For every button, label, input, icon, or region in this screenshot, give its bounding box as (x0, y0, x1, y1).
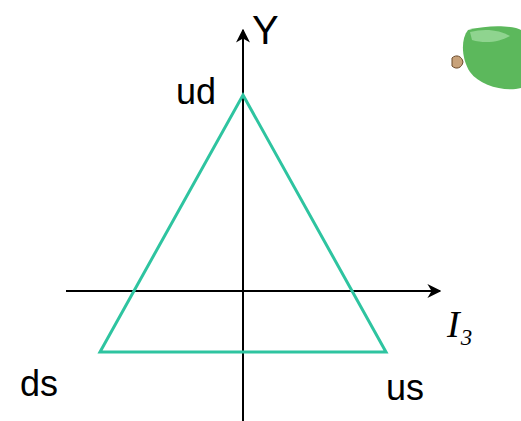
axis-label: I₃ (447, 305, 473, 343)
vertex-label: ud (176, 74, 216, 110)
cartoon-figure (452, 26, 521, 89)
vertex-label: ds (20, 366, 58, 402)
i3-axis (66, 290, 440, 292)
axis-label: Y (252, 10, 279, 50)
weight-triangle (100, 95, 386, 352)
y-axis (242, 30, 244, 421)
vertex-label: us (386, 370, 424, 406)
